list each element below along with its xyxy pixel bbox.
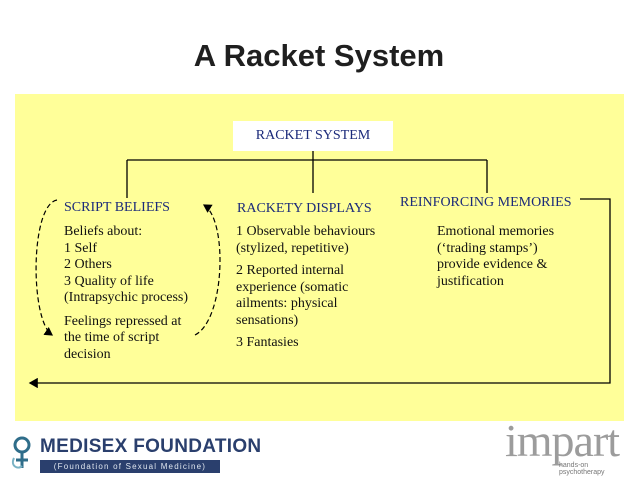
list-item: decision [64, 346, 111, 362]
medisex-logo-name: MEDISEX FOUNDATION [40, 436, 262, 457]
racket-system-box: RACKET SYSTEM [233, 121, 393, 151]
list-item: Emotional memories [437, 224, 555, 239]
rackety-displays-text: 1 Observable behaviours (stylized, repet… [236, 224, 375, 352]
list-item: 3 Quality of life [64, 273, 154, 289]
reinforcing-memories-text: Emotional memories (‘trading stamps’) pr… [437, 224, 554, 290]
feedback-loop-arrow [28, 198, 611, 389]
list-item: experience (somatic [236, 279, 349, 295]
list-item: 2 Reported internal [236, 263, 345, 278]
script-beliefs-text: Beliefs about: 1 Self 2 Others 3 Quality… [64, 224, 188, 363]
slide-title: A Racket System [193, 38, 445, 73]
list-item: (Intrapsychic process) [64, 290, 189, 305]
list-item: Beliefs about: [64, 224, 143, 239]
list-item: 1 Self [64, 240, 98, 256]
reinforcing-memories-title: REINFORCING MEMORIES [398, 195, 574, 211]
medisex-logo-subtitle: (Foundation of Sexual Medicine) [40, 460, 220, 473]
list-item: 3 Fantasies [236, 335, 299, 350]
list-item: (‘trading stamps’) [437, 240, 538, 256]
left-cycle-arrow-up [194, 204, 221, 336]
impart-tagline: hands-on psychotherapy [559, 462, 605, 476]
list-item: the time of script [64, 330, 160, 345]
impart-logo: impart [505, 415, 620, 466]
list-item: (stylized, repetitive) [236, 240, 349, 256]
rackety-displays-title: RACKETY DISPLAYS [235, 201, 374, 217]
list-item: Feelings repressed at [64, 313, 182, 329]
list-item: provide evidence & [437, 257, 548, 272]
list-item: ailments: physical [236, 296, 338, 311]
script-beliefs-title: SCRIPT BELIEFS [62, 200, 172, 216]
left-cycle-arrow-down [35, 199, 58, 336]
list-item: 1 Observable behaviours [236, 224, 376, 239]
list-item: sensations) [236, 312, 299, 328]
list-item: 2 Others [64, 257, 112, 272]
list-item: justification [437, 273, 504, 289]
medisex-symbol-icon [12, 436, 31, 469]
